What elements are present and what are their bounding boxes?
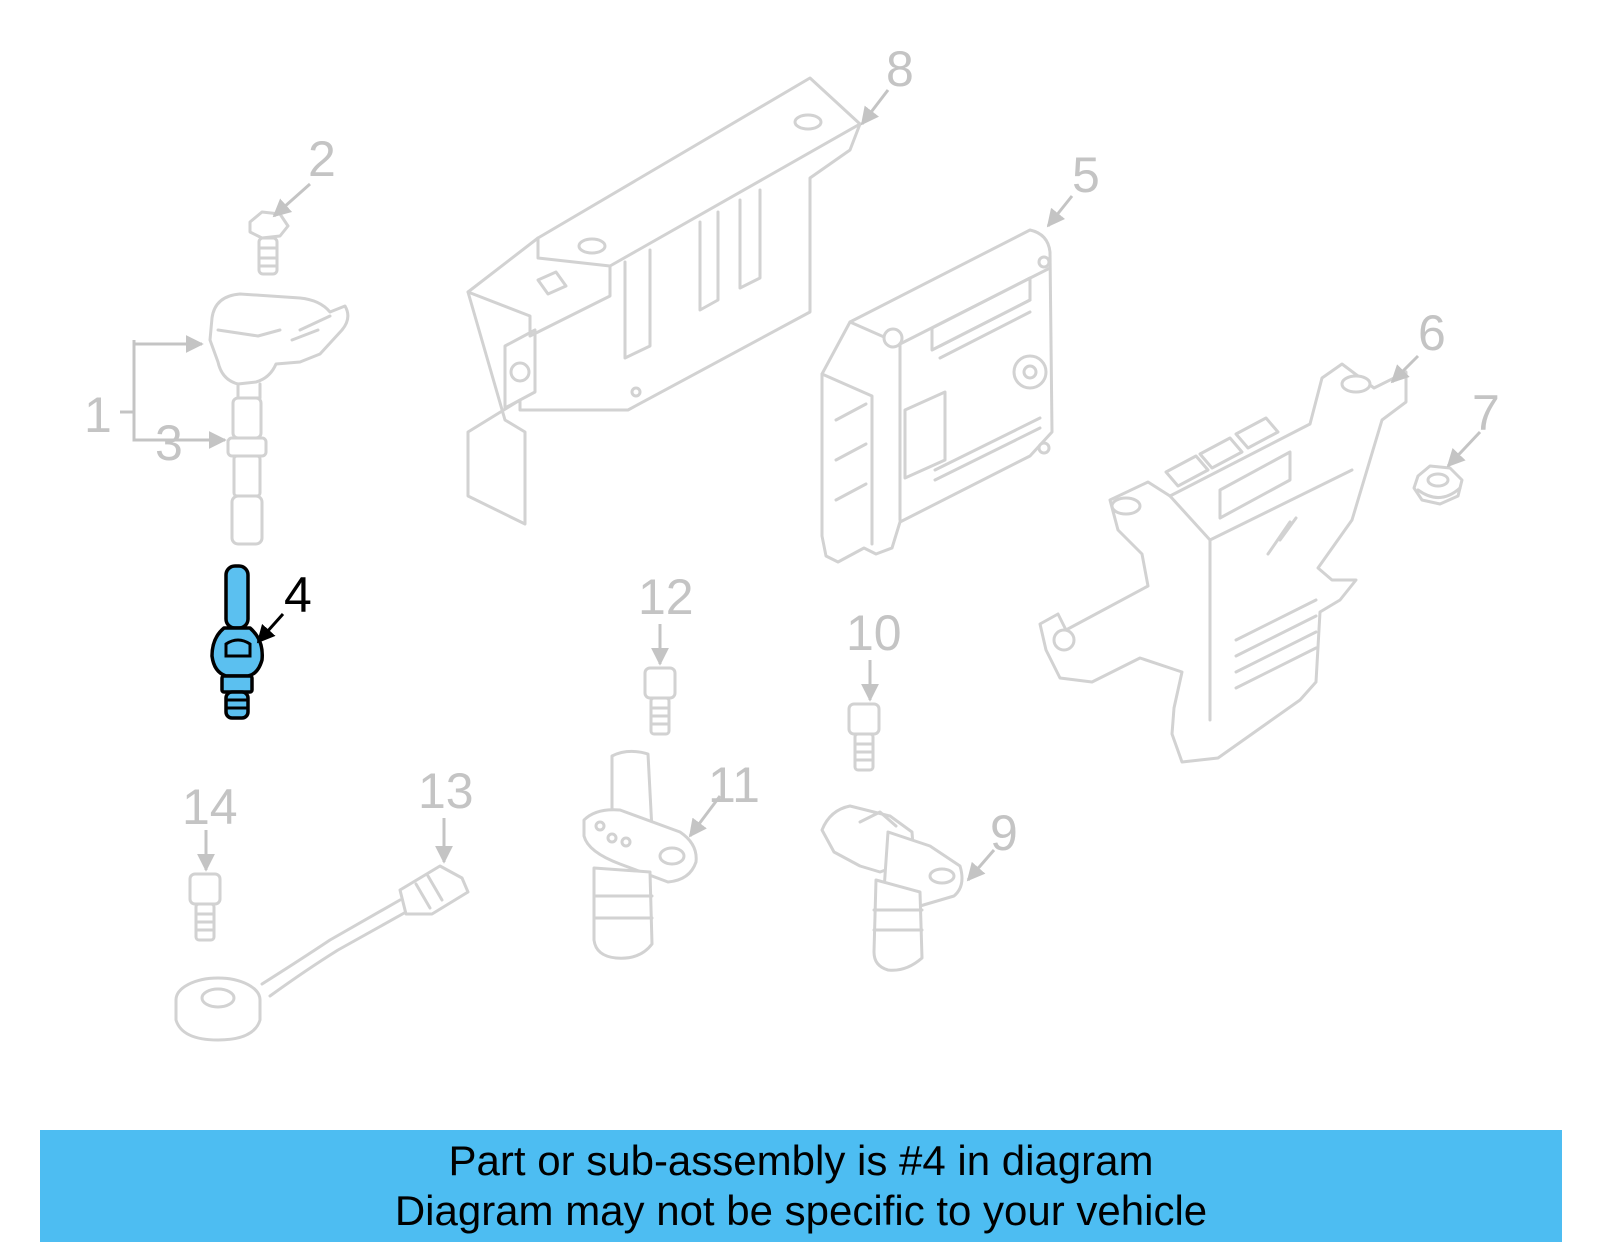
callout-label-14: 14 [182,779,238,835]
part-ignition-coil-1[interactable] [208,292,350,400]
callout-13: 13 [418,763,474,864]
callout-1: 1 [84,340,227,449]
callout-label-5: 5 [1072,147,1100,203]
callout-3: 3 [155,415,183,471]
callout-2: 2 [272,131,336,218]
callout-12: 12 [638,569,694,666]
callout-9: 9 [966,805,1018,882]
callout-7: 7 [1446,385,1500,468]
callout-label-12: 12 [638,569,694,625]
callout-label-7: 7 [1472,385,1500,441]
part-coil-boot-3[interactable] [226,396,268,546]
callout-label-2: 2 [308,131,336,187]
callout-label-10: 10 [846,605,902,661]
callout-11: 11 [688,757,760,838]
callout-label-3: 3 [155,415,183,471]
banner-line-1: Part or sub-assembly is #4 in diagram [448,1137,1154,1184]
callout-label-8: 8 [886,41,914,97]
callout-label-9: 9 [990,805,1018,861]
callout-8: 8 [860,41,914,126]
info-banner: Part or sub-assembly is #4 in diagram Di… [40,1130,1562,1242]
part-bolt-14[interactable] [188,872,222,942]
part-knock-sensor-13[interactable] [174,864,470,1042]
part-nut-7[interactable] [1412,464,1464,506]
callout-label-11: 11 [708,757,760,813]
callout-6: 6 [1390,305,1446,384]
part-bolt-10[interactable] [847,702,881,772]
callout-14: 14 [182,779,238,872]
part-relay-bracket-6[interactable] [1038,362,1408,764]
callout-4: 4 [256,567,312,644]
callout-label-6: 6 [1418,305,1446,361]
callout-10: 10 [846,605,902,702]
banner-line-2: Diagram may not be specific to your vehi… [394,1187,1208,1234]
callout-label-1: 1 [84,387,112,443]
part-control-module-5[interactable] [820,228,1054,564]
part-spark-plug-4[interactable] [210,564,264,720]
part-sensor-11[interactable] [582,749,698,960]
callout-5: 5 [1046,147,1100,228]
part-bolt-2[interactable] [248,210,290,276]
part-bolt-12[interactable] [643,666,677,736]
callout-label-13: 13 [418,763,474,819]
parts-diagram: 1 2 3 4 5 6 7 8 9 10 11 12 [84,41,1500,1042]
part-bracket-8[interactable] [466,76,862,526]
part-sensor-9[interactable] [820,804,964,972]
callout-label-4: 4 [284,567,312,623]
